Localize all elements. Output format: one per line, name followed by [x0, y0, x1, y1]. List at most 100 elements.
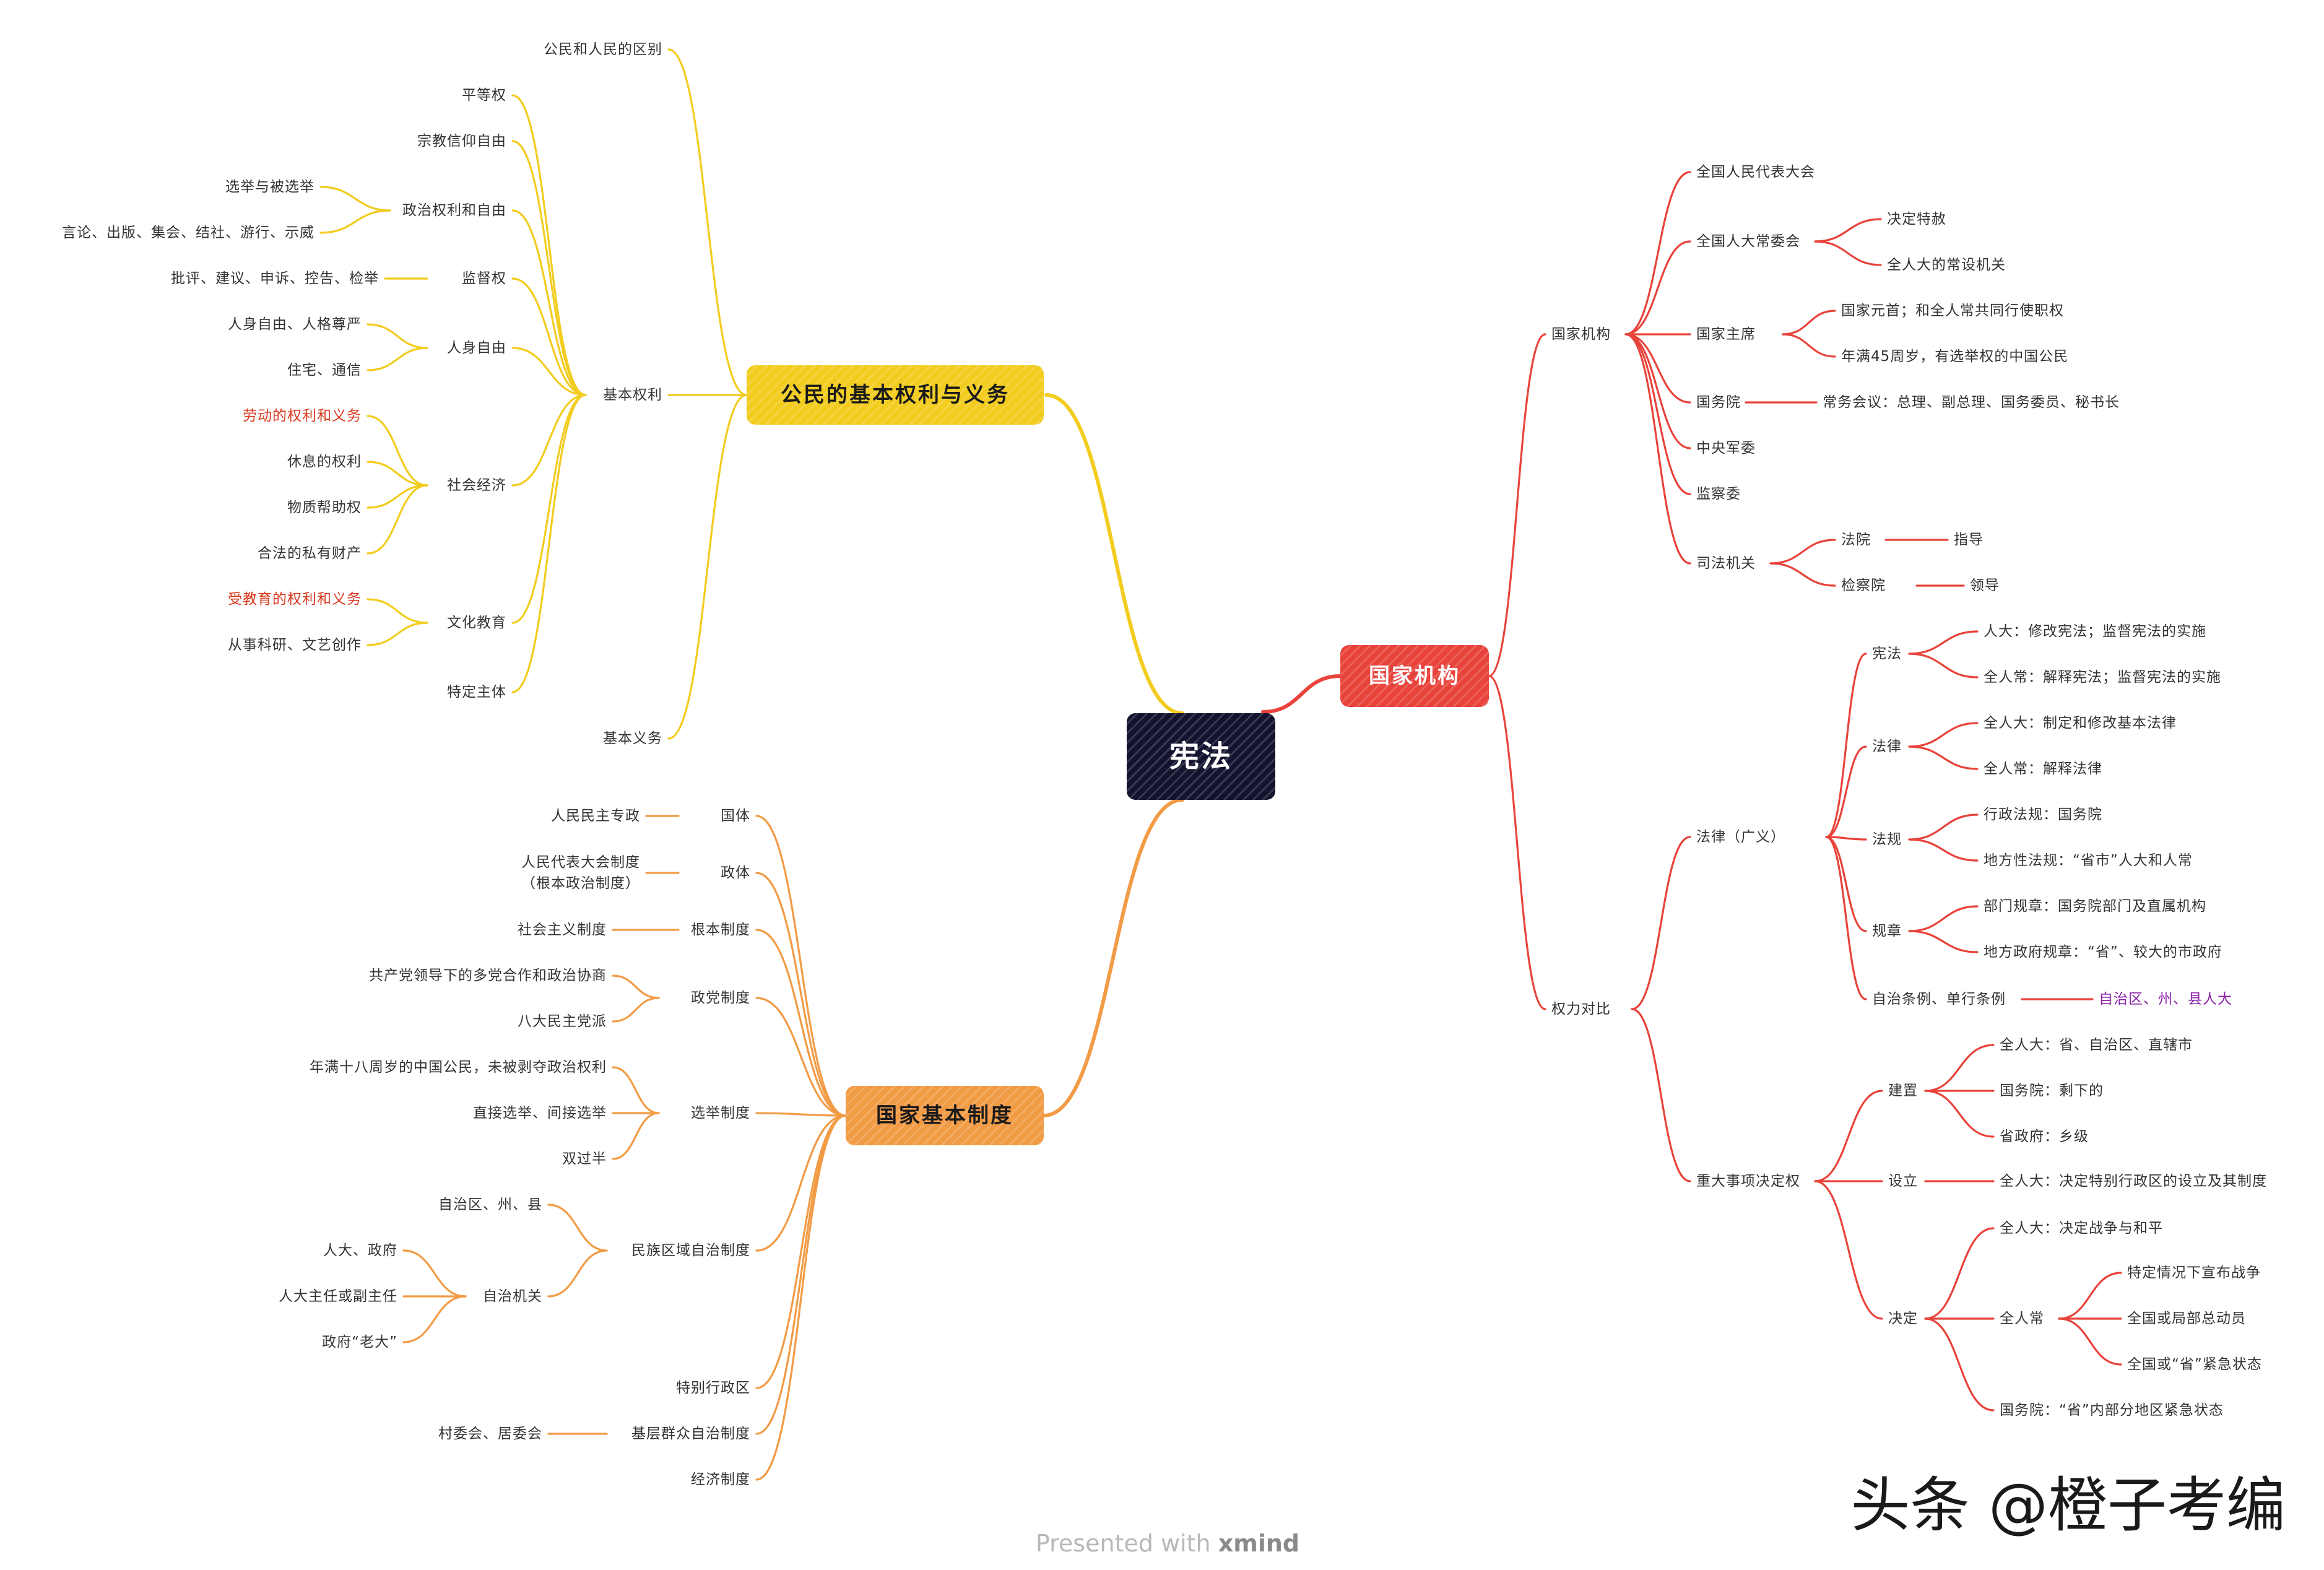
node-est-sc[interactable]: 国务院：剩下的	[2000, 1083, 2104, 1099]
node-socialism[interactable]: 社会主义制度	[518, 922, 607, 938]
node-court[interactable]: 法院	[1841, 532, 1871, 548]
node-setup[interactable]: 设立	[1888, 1173, 1918, 1189]
node-basic-rights[interactable]: 基本权利	[603, 387, 662, 403]
node-npc-amend[interactable]: 人大：修改宪法；监督宪法的实施	[1984, 623, 2206, 640]
node-judicial[interactable]: 司法机关	[1696, 555, 1756, 571]
node-education[interactable]: 受教育的权利和义务	[228, 591, 362, 607]
node-guide[interactable]: 指导	[1954, 532, 1984, 548]
node-president[interactable]: 国家主席	[1696, 326, 1756, 342]
presented-with-footer: Presented with xmind	[1036, 1530, 1299, 1557]
node-procuratorate[interactable]: 检察院	[1841, 578, 1886, 594]
node-party[interactable]: 政党制度	[691, 990, 750, 1006]
node-regional[interactable]: 民族区域自治制度	[631, 1243, 750, 1259]
node-npcsc-interpret[interactable]: 全人常：解释宪法；监督宪法的实施	[1984, 669, 2221, 685]
node-polity[interactable]: 政体	[721, 865, 750, 881]
node-grassroots[interactable]: 基层群众自治制度	[631, 1426, 750, 1442]
node-pardon[interactable]: 决定特赦	[1887, 211, 1946, 227]
node-direct[interactable]: 直接选举、间接选举	[473, 1105, 607, 1121]
node-regions[interactable]: 自治区、州、县	[438, 1197, 542, 1213]
node-multi-party[interactable]: 共产党领导下的多党合作和政治协商	[369, 968, 607, 984]
node-major-decisions[interactable]: 重大事项决定权	[1696, 1173, 1800, 1189]
node-equality[interactable]: 平等权	[462, 87, 506, 103]
node-law[interactable]: 法律	[1872, 739, 1902, 755]
node-power-compare[interactable]: 权力对比	[1551, 1001, 1611, 1017]
node-admin-reg[interactable]: 行政法规：国务院	[1984, 807, 2102, 823]
node-election[interactable]: 选举制度	[691, 1105, 750, 1121]
watermark: 头条 @橙子考编	[1850, 1470, 2286, 1540]
node-cmc[interactable]: 中央军委	[1696, 440, 1756, 456]
node-lead[interactable]: 领导	[1970, 578, 2000, 594]
topic-state-organs[interactable]: 国家机构	[1340, 645, 1489, 707]
node-dept-rules[interactable]: 部门规章：国务院部门及直属机构	[1984, 898, 2206, 914]
node-declare-war[interactable]: 特定情况下宣布战争	[2127, 1265, 2261, 1281]
node-npcsc-node[interactable]: 全人常	[2000, 1311, 2044, 1327]
node-culture-edu[interactable]: 文化教育	[447, 615, 506, 631]
node-supervise-items[interactable]: 批评、建议、申诉、控告、检举	[171, 271, 379, 287]
node-mobilize[interactable]: 全国或局部总动员	[2127, 1311, 2246, 1327]
node-local-reg[interactable]: 地方性法规：“省市”人大和人常	[1984, 852, 2193, 869]
node-economic[interactable]: 经济制度	[691, 1472, 750, 1488]
node-npc[interactable]: 全国人民代表大会	[1696, 164, 1815, 180]
node-committees[interactable]: 村委会、居委会	[438, 1426, 542, 1442]
node-gov-head[interactable]: 政府“老大”	[322, 1334, 397, 1350]
node-labor[interactable]: 劳动的权利和义务	[243, 408, 362, 424]
node-establish[interactable]: 建置	[1888, 1083, 1918, 1099]
node-chair[interactable]: 人大主任或副主任	[279, 1288, 397, 1304]
topic-rights-duties[interactable]: 公民的基本权利与义务	[747, 365, 1044, 425]
node-special-subject[interactable]: 特定主体	[447, 684, 506, 700]
node-npcsc[interactable]: 全国人大常委会	[1696, 233, 1800, 249]
node-supervision[interactable]: 监督权	[462, 271, 506, 287]
node-nature[interactable]: 国体	[721, 808, 750, 824]
node-head-state[interactable]: 国家元首；和全人常共同行使职权	[1841, 303, 2064, 319]
node-supervisory[interactable]: 监察委	[1696, 486, 1741, 502]
node-npc-gov[interactable]: 人大、政府	[323, 1243, 397, 1259]
node-est-prov[interactable]: 省政府：乡级	[2000, 1129, 2089, 1145]
node-eight-parties[interactable]: 八大民主党派	[518, 1013, 607, 1030]
node-political-rights[interactable]: 政治权利和自由	[402, 202, 506, 219]
node-autonomy[interactable]: 自治条例、单行条例	[1872, 991, 2006, 1007]
node-law-broad[interactable]: 法律（广义）	[1696, 829, 1785, 845]
node-residence[interactable]: 住宅、通信	[287, 362, 362, 378]
node-autonomy-bodies[interactable]: 自治区、州、县人大	[2099, 991, 2232, 1007]
node-basic-duties[interactable]: 基本义务	[603, 731, 662, 747]
node-religion[interactable]: 宗教信仰自由	[417, 133, 506, 149]
node-sc-emergency[interactable]: 国务院：“省”内部分地区紧急状态	[2000, 1402, 2224, 1418]
node-setup-sar[interactable]: 全人大：决定特别行政区的设立及其制度	[2000, 1173, 2267, 1189]
topic-root[interactable]: 宪法	[1127, 713, 1275, 800]
node-npc-basic[interactable]: 全人大：制定和修改基本法律	[1984, 715, 2177, 731]
node-speech[interactable]: 言论、出版、集会、结社、游行、示威	[62, 225, 314, 241]
node-organs[interactable]: 国家机构	[1551, 326, 1611, 342]
node-standing[interactable]: 全人大的常设机关	[1887, 257, 2006, 273]
node-local-rules[interactable]: 地方政府规章：“省”、较大的市政府	[1984, 944, 2222, 960]
node-property[interactable]: 合法的私有财产	[258, 545, 362, 562]
node-research[interactable]: 从事科研、文艺创作	[228, 637, 362, 653]
node-npc-system[interactable]: 人民代表大会制度 （根本政治制度）	[521, 854, 640, 891]
xmind-logo-text: xmind	[1218, 1530, 1300, 1557]
node-est-npc[interactable]: 全人大：省、自治区、直辖市	[2000, 1037, 2193, 1053]
node-vote[interactable]: 选举与被选举	[225, 179, 314, 195]
node-state-council[interactable]: 国务院	[1696, 394, 1741, 410]
node-age45[interactable]: 年满45周岁，有选举权的中国公民	[1841, 349, 2069, 365]
node-npcsc-law[interactable]: 全人常：解释法律	[1984, 761, 2102, 777]
topic-basic-systems[interactable]: 国家基本制度	[846, 1086, 1044, 1145]
node-regulation[interactable]: 法规	[1872, 831, 1902, 848]
node-citizen-people[interactable]: 公民和人民的区别	[544, 41, 662, 58]
node-majority[interactable]: 双过半	[562, 1151, 607, 1167]
node-dictatorship[interactable]: 人民民主专政	[551, 808, 640, 824]
node-rest[interactable]: 休息的权利	[287, 454, 362, 470]
node-emergency[interactable]: 全国或“省”紧急状态	[2127, 1356, 2262, 1373]
node-war-peace[interactable]: 全人大：决定战争与和平	[2000, 1220, 2163, 1236]
node-dignity[interactable]: 人身自由、人格尊严	[228, 316, 362, 332]
node-autonomy-organs[interactable]: 自治机关	[483, 1288, 542, 1304]
node-decide[interactable]: 决定	[1888, 1311, 1918, 1327]
node-fundamental[interactable]: 根本制度	[691, 922, 750, 938]
node-sar[interactable]: 特别行政区	[676, 1380, 750, 1396]
node-personal-freedom[interactable]: 人身自由	[447, 340, 506, 356]
node-aid[interactable]: 物质帮助权	[287, 500, 362, 516]
node-constitution[interactable]: 宪法	[1872, 646, 1902, 662]
node-sc-meeting[interactable]: 常务会议：总理、副总理、国务委员、秘书长	[1823, 394, 2120, 410]
node-social-economic[interactable]: 社会经济	[447, 477, 506, 493]
node-rules[interactable]: 规章	[1872, 923, 1902, 939]
node-age18[interactable]: 年满十八周岁的中国公民，未被剥夺政治权利	[310, 1059, 607, 1075]
